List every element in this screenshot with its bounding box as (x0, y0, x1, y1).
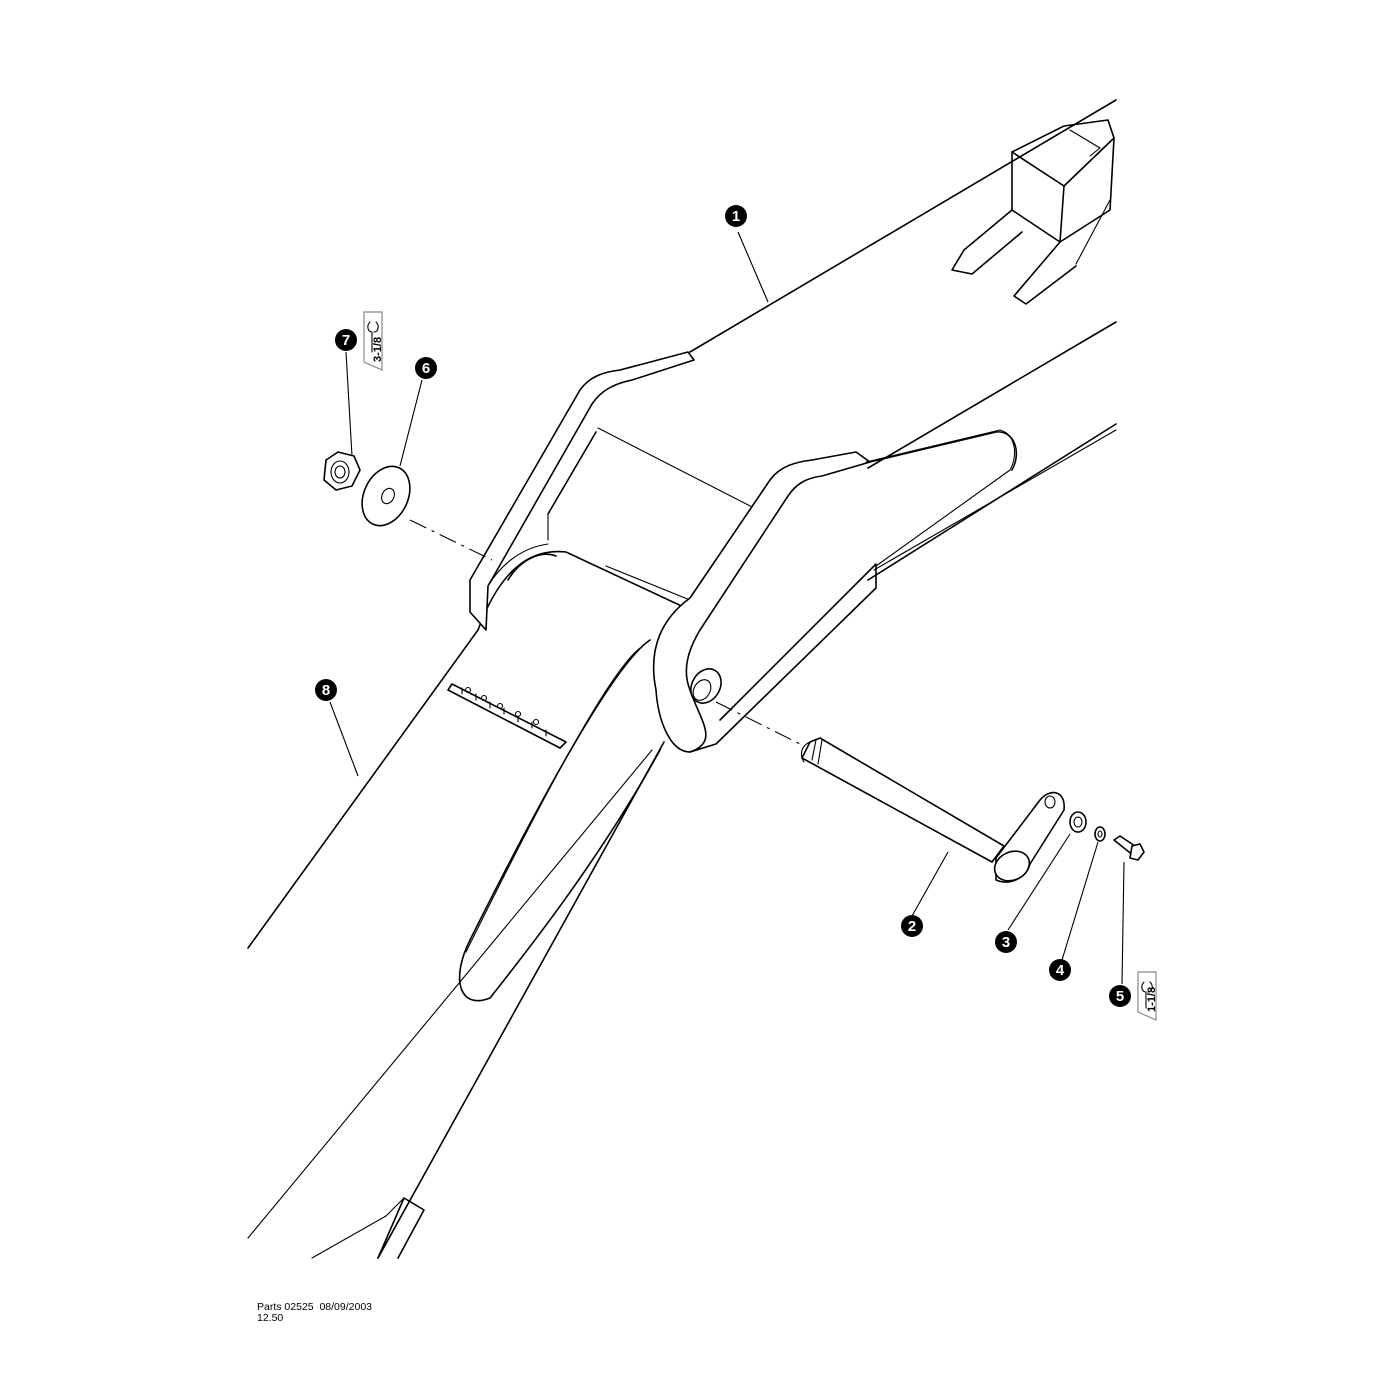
leader-2 (911, 851, 949, 917)
leader-4 (1061, 841, 1099, 961)
centre-line-left (409, 519, 493, 561)
callout-1[interactable]: 1 (725, 205, 747, 227)
callout-6[interactable]: 6 (415, 357, 437, 379)
callout-number: 4 (1056, 962, 1065, 979)
spacer (1069, 811, 1087, 833)
leader-3 (1007, 833, 1071, 931)
callout-number: 1 (732, 208, 740, 225)
washer (361, 465, 411, 527)
leader-5 (1121, 861, 1125, 985)
tool-size-bolt: 1-1/8 (1146, 987, 1158, 1012)
wrench-icon (1141, 981, 1153, 1009)
callout-7[interactable]: 7 (335, 329, 357, 351)
leader-1 (737, 231, 769, 303)
centre-line-right (715, 701, 801, 745)
callout-number: 3 (1002, 934, 1010, 951)
tool-badge-nut: 3-1/8 (363, 311, 384, 371)
right-side-plate (652, 429, 1018, 753)
callout-2[interactable]: 2 (901, 915, 923, 937)
callout-5[interactable]: 5 (1109, 985, 1131, 1007)
leader-6 (399, 379, 423, 467)
callout-number: 2 (908, 918, 916, 935)
callout-number: 5 (1116, 988, 1124, 1005)
dipper-arm (247, 550, 691, 1259)
drawing-footer: Parts 02525 08/09/2003 12.50 (257, 1302, 372, 1324)
footer-page: 12.50 (257, 1312, 284, 1324)
wrench-icon (367, 321, 379, 353)
leader-7 (345, 351, 353, 457)
pivot-pin (800, 737, 1065, 883)
left-side-plate (469, 351, 695, 631)
callout-3[interactable]: 3 (995, 931, 1017, 953)
bolt (1113, 835, 1145, 861)
leader-lines (329, 231, 1125, 985)
tool-size-nut: 3-1/8 (372, 337, 384, 362)
lock-washer (1094, 826, 1106, 842)
callout-4[interactable]: 4 (1049, 959, 1071, 981)
callout-8[interactable]: 8 (315, 679, 337, 701)
boom (597, 99, 1117, 581)
tool-badge-bolt: 1-1/8 (1137, 971, 1158, 1021)
callout-number: 7 (342, 332, 350, 349)
callout-number: 6 (422, 360, 430, 377)
footer-reference: Parts 02525 08/09/2003 (257, 1301, 373, 1313)
leader-8 (329, 701, 359, 777)
callout-number: 8 (322, 682, 330, 699)
nut (323, 451, 361, 491)
